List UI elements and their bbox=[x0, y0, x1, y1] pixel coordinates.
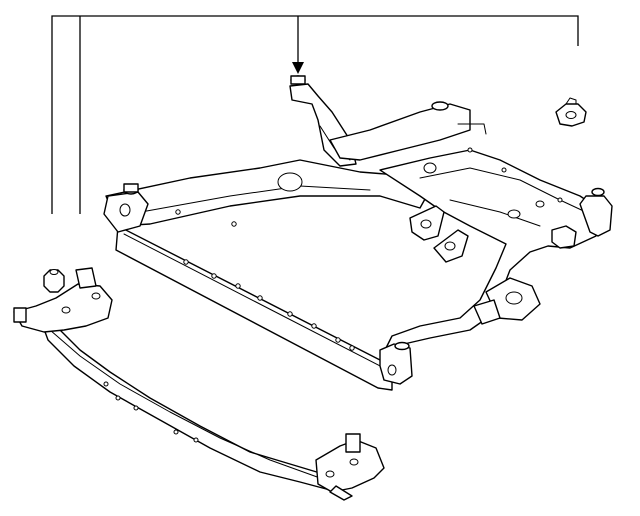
bushing-icon bbox=[43, 269, 65, 293]
rail-holes bbox=[175, 147, 563, 351]
front-crossmember-subframe bbox=[103, 75, 613, 391]
beam-holes bbox=[103, 381, 199, 443]
rear-cross-member bbox=[329, 103, 471, 161]
front-rail bbox=[115, 225, 393, 391]
mount-bushing-small bbox=[43, 269, 65, 293]
callout-leaders bbox=[51, 15, 579, 214]
right-side-member bbox=[379, 149, 599, 371]
support-beam-body bbox=[39, 317, 331, 491]
right-front-tower bbox=[379, 343, 413, 385]
arrow-head-icon bbox=[292, 62, 304, 74]
retainer-washer bbox=[555, 97, 587, 127]
front-lower-support-beam bbox=[13, 267, 385, 501]
right-rear-tower bbox=[579, 195, 613, 237]
leader-line-left-outer bbox=[51, 15, 579, 214]
